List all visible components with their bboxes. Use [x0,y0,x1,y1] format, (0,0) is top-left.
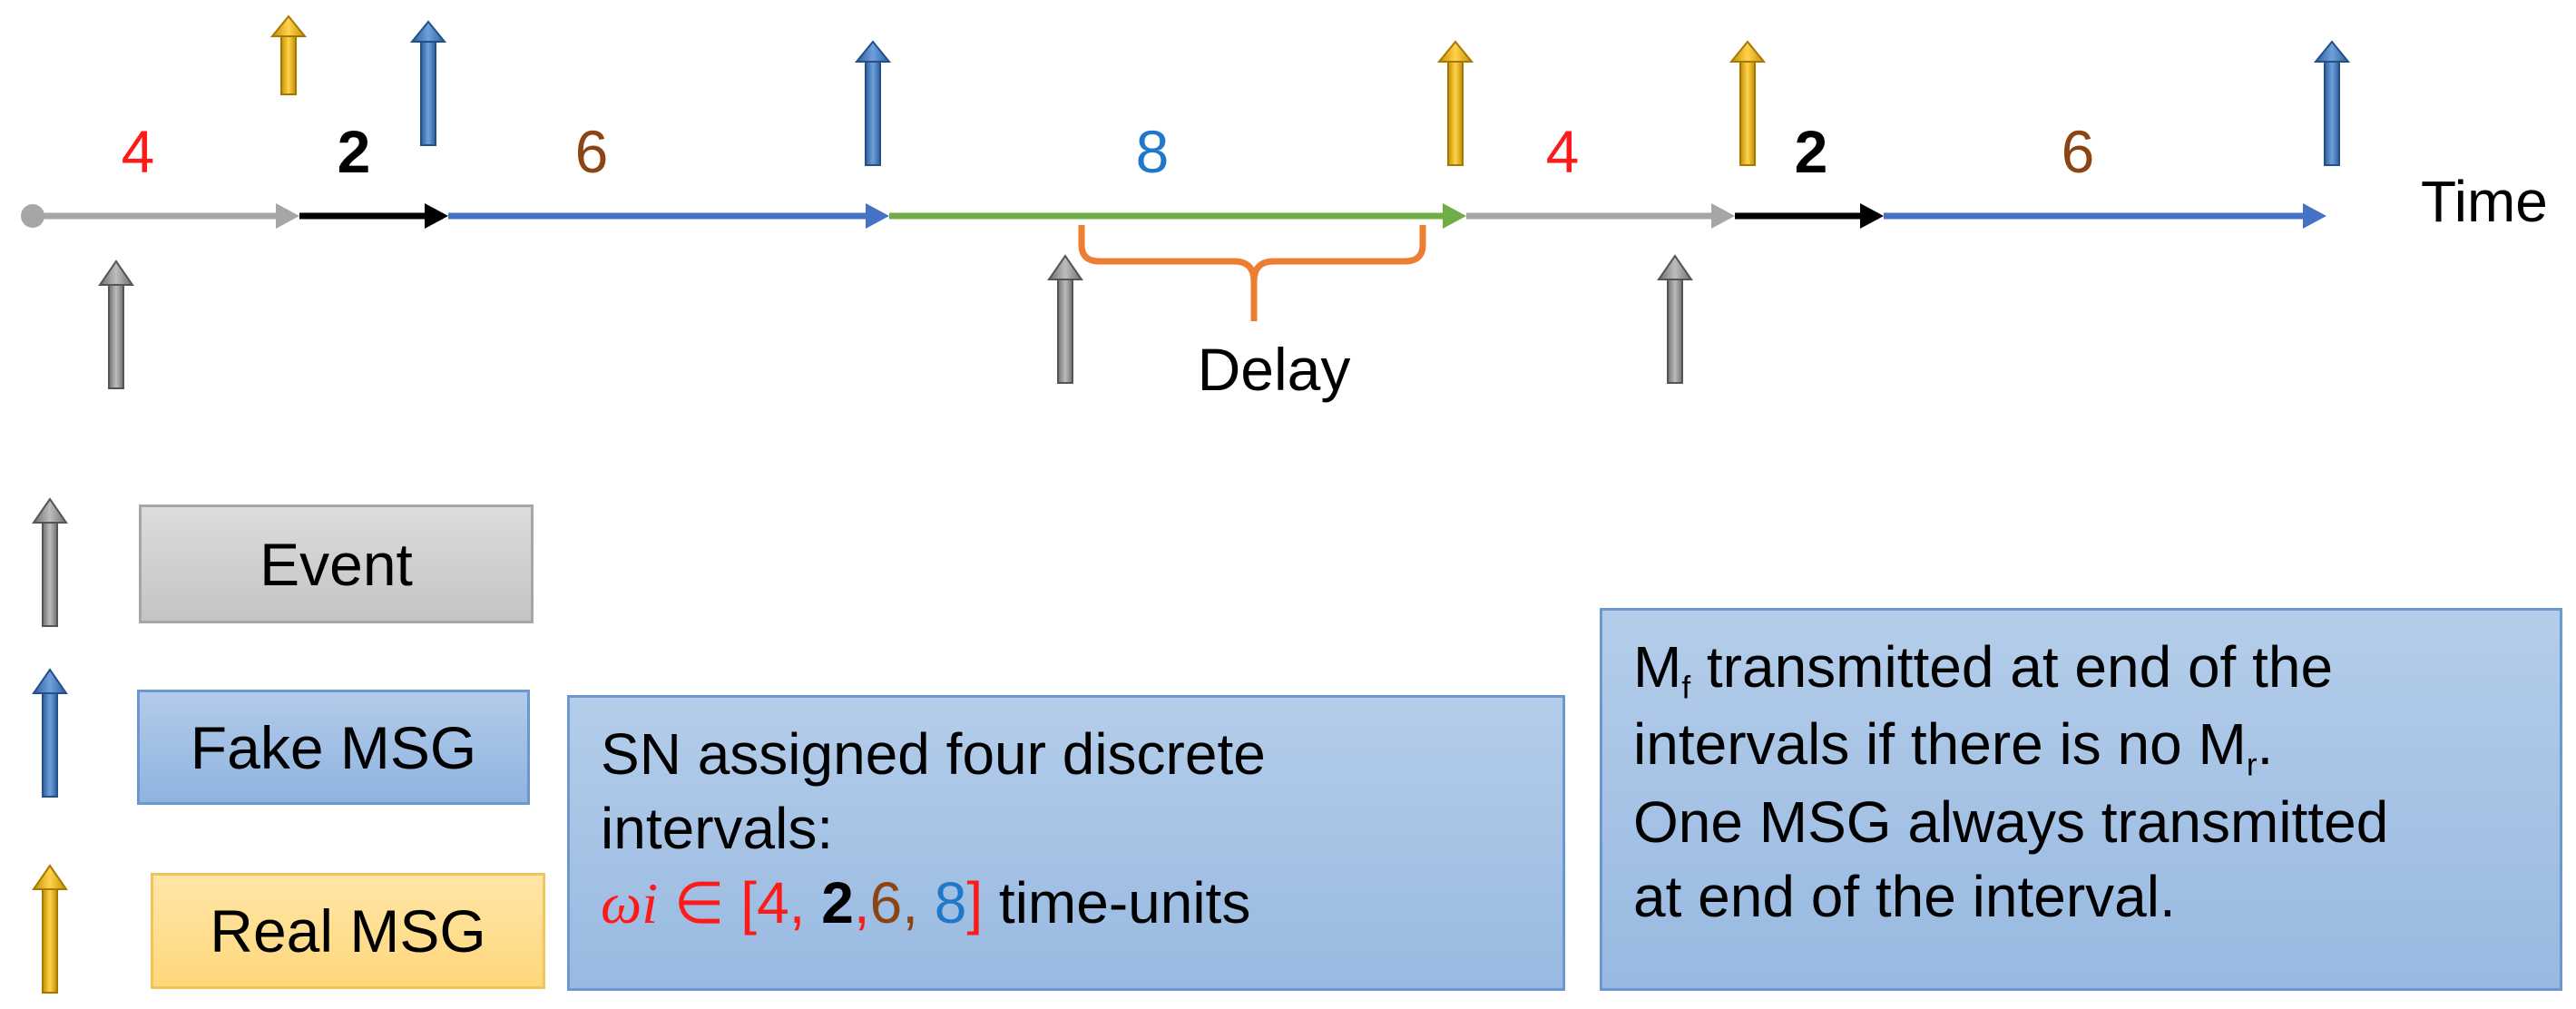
real-msg-arrow [1436,40,1474,166]
event-arrow [98,260,134,389]
m-sub-r: r [2246,747,2258,783]
legend-real-box: Real MSG [151,873,545,989]
sn-intervals-box: SN assigned four discrete intervals: ωi … [567,695,1565,991]
mf-line-2-text: intervals if there is no M [1633,711,2247,778]
legend-real-label: Real MSG [210,897,486,965]
legend-event-arrow [32,497,68,627]
value-6: 6, [869,869,918,936]
fake-msg-arrow [409,20,447,146]
mf-line-1: Mf transmitted at end of the [1633,631,2529,708]
bracket-close: ] [966,869,984,936]
segment-4b-arrowhead [1711,203,1735,229]
value-8: 8 [934,869,967,936]
mf-transmission-box: Mf transmitted at end of the intervals i… [1600,608,2562,991]
fake-msg-arrow [2313,40,2351,166]
legend-fake-box: Fake MSG [137,690,530,805]
mf-line-2-end: . [2257,711,2274,778]
segment-4-arrowhead [276,203,299,229]
m-sub-f: f [1681,670,1691,706]
real-msg-arrow [1729,40,1767,166]
value-4: 4, [757,869,806,936]
segment-2-arrowhead [425,203,448,229]
mf-line-1-text: transmitted at end of the [1706,634,2334,700]
in-symbol: ∈ [673,869,725,936]
timeline-segments [33,203,2326,229]
interval-label-8: 8 [1136,118,1170,185]
legend-fake-label: Fake MSG [190,713,477,781]
mf-line-2: intervals if there is no Mr. [1633,708,2529,785]
delay-brace [1078,225,1426,321]
real-msg-arrow [269,15,308,95]
interval-label-2b: 2 [1795,118,1828,185]
delay-label: Delay [1198,336,1351,403]
bracket-open: [ [740,869,758,936]
mf-line-3: One MSG always transmitted [1633,789,2389,855]
segment-2b-arrowhead [1860,203,1884,229]
sn-line-3: ωi ∈ [4, 2,6, 8] time-units [601,867,1532,941]
interval-label-4: 4 [122,118,155,185]
sn-line-2: intervals: [601,795,834,861]
sn-line-1: SN assigned four discrete [601,721,1266,787]
interval-label-6: 6 [575,118,609,185]
fake-msg-arrow [854,40,892,166]
m-symbol: M [1633,634,1682,700]
value-2: 2 [821,869,854,936]
legend-event-box: Event [139,504,534,623]
interval-label-6b: 6 [2062,118,2095,185]
segment-6-arrowhead [866,203,889,229]
segment-6b-arrowhead [2303,203,2326,229]
legend-real-arrow [32,864,68,994]
omega-symbol: ωi [601,870,658,936]
legend-event-label: Event [260,530,413,598]
event-arrow [1657,254,1693,384]
comma: , [853,869,870,936]
event-arrow [1047,254,1083,384]
time-axis-label: Time [2421,169,2548,234]
legend-fake-arrow [32,668,68,798]
segment-8-arrowhead [1443,203,1466,229]
interval-label-4b: 4 [1546,118,1580,185]
interval-label-2: 2 [338,118,371,185]
mf-line-4: at end of the interval. [1633,863,2176,929]
unit-label: time-units [998,869,1251,936]
